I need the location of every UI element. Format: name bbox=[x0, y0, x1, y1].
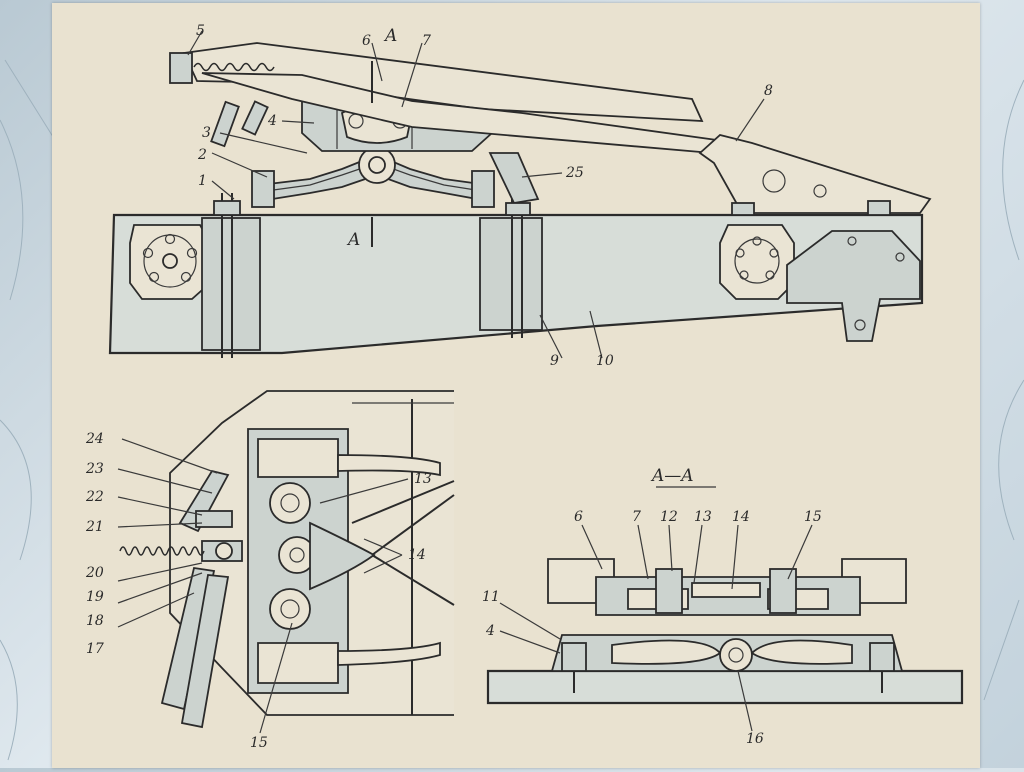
label-7: 7 bbox=[422, 33, 431, 49]
plan-view bbox=[117, 390, 455, 734]
label-15-section: 15 bbox=[804, 509, 822, 525]
label-21: 21 bbox=[85, 519, 104, 535]
label-13-plan: 13 bbox=[414, 471, 432, 487]
label-6: 6 bbox=[362, 33, 371, 49]
label-5: 5 bbox=[196, 23, 205, 39]
plan-lever-upper bbox=[178, 469, 230, 533]
background-decoration-right bbox=[983, 79, 1024, 701]
plan-lever-lower bbox=[160, 566, 216, 711]
section-mark-bottom: A bbox=[346, 230, 360, 250]
label-23: 23 bbox=[85, 461, 104, 477]
side-view: A A bbox=[108, 26, 932, 359]
label-7-section: 7 bbox=[632, 509, 641, 525]
label-1: 1 bbox=[198, 173, 207, 189]
section-title: A—A bbox=[650, 466, 694, 486]
label-11-section: 11 bbox=[482, 589, 500, 605]
technical-drawing: A A bbox=[85, 23, 964, 751]
label-13-section: 13 bbox=[694, 509, 712, 525]
label-24: 24 bbox=[85, 431, 104, 447]
label-15-plan: 15 bbox=[250, 735, 268, 751]
plan-spring bbox=[119, 546, 205, 556]
label-4-section: 4 bbox=[485, 623, 495, 639]
label-18: 18 bbox=[86, 613, 104, 629]
label-20: 20 bbox=[85, 565, 104, 581]
section-base-plate bbox=[486, 669, 964, 705]
label-25: 25 bbox=[565, 165, 584, 181]
label-2: 2 bbox=[197, 147, 207, 163]
section-mark-top: A bbox=[383, 26, 397, 46]
label-19: 19 bbox=[86, 589, 104, 605]
label-16-section: 16 bbox=[746, 731, 764, 747]
background-decoration-left bbox=[0, 59, 56, 761]
label-10: 10 bbox=[596, 353, 614, 369]
return-spring bbox=[193, 62, 275, 72]
label-12-section: 12 bbox=[660, 509, 678, 525]
mounting-bracket bbox=[786, 230, 921, 342]
bolts bbox=[213, 200, 891, 216]
drawing-sheet: A A bbox=[52, 3, 980, 768]
gusset-plate-right bbox=[719, 224, 795, 300]
label-14-section: 14 bbox=[732, 509, 750, 525]
label-4: 4 bbox=[267, 113, 277, 129]
leader-lines-section bbox=[499, 524, 813, 732]
label-3: 3 bbox=[202, 125, 211, 141]
leader-lines-plan bbox=[117, 438, 409, 734]
callout-labels: 5 6 7 3 4 2 1 25 8 9 10 24 23 22 21 20 1… bbox=[85, 23, 822, 751]
label-17: 17 bbox=[86, 641, 104, 657]
label-14-plan: 14 bbox=[408, 547, 426, 563]
label-8: 8 bbox=[764, 83, 773, 99]
label-6-section: 6 bbox=[574, 509, 583, 525]
rear-bracket bbox=[698, 134, 932, 214]
label-22: 22 bbox=[85, 489, 104, 505]
leader-lines-side bbox=[187, 30, 765, 359]
upper-lever bbox=[182, 42, 704, 122]
section-view: A—A bbox=[486, 466, 964, 732]
label-9: 9 bbox=[550, 353, 559, 369]
